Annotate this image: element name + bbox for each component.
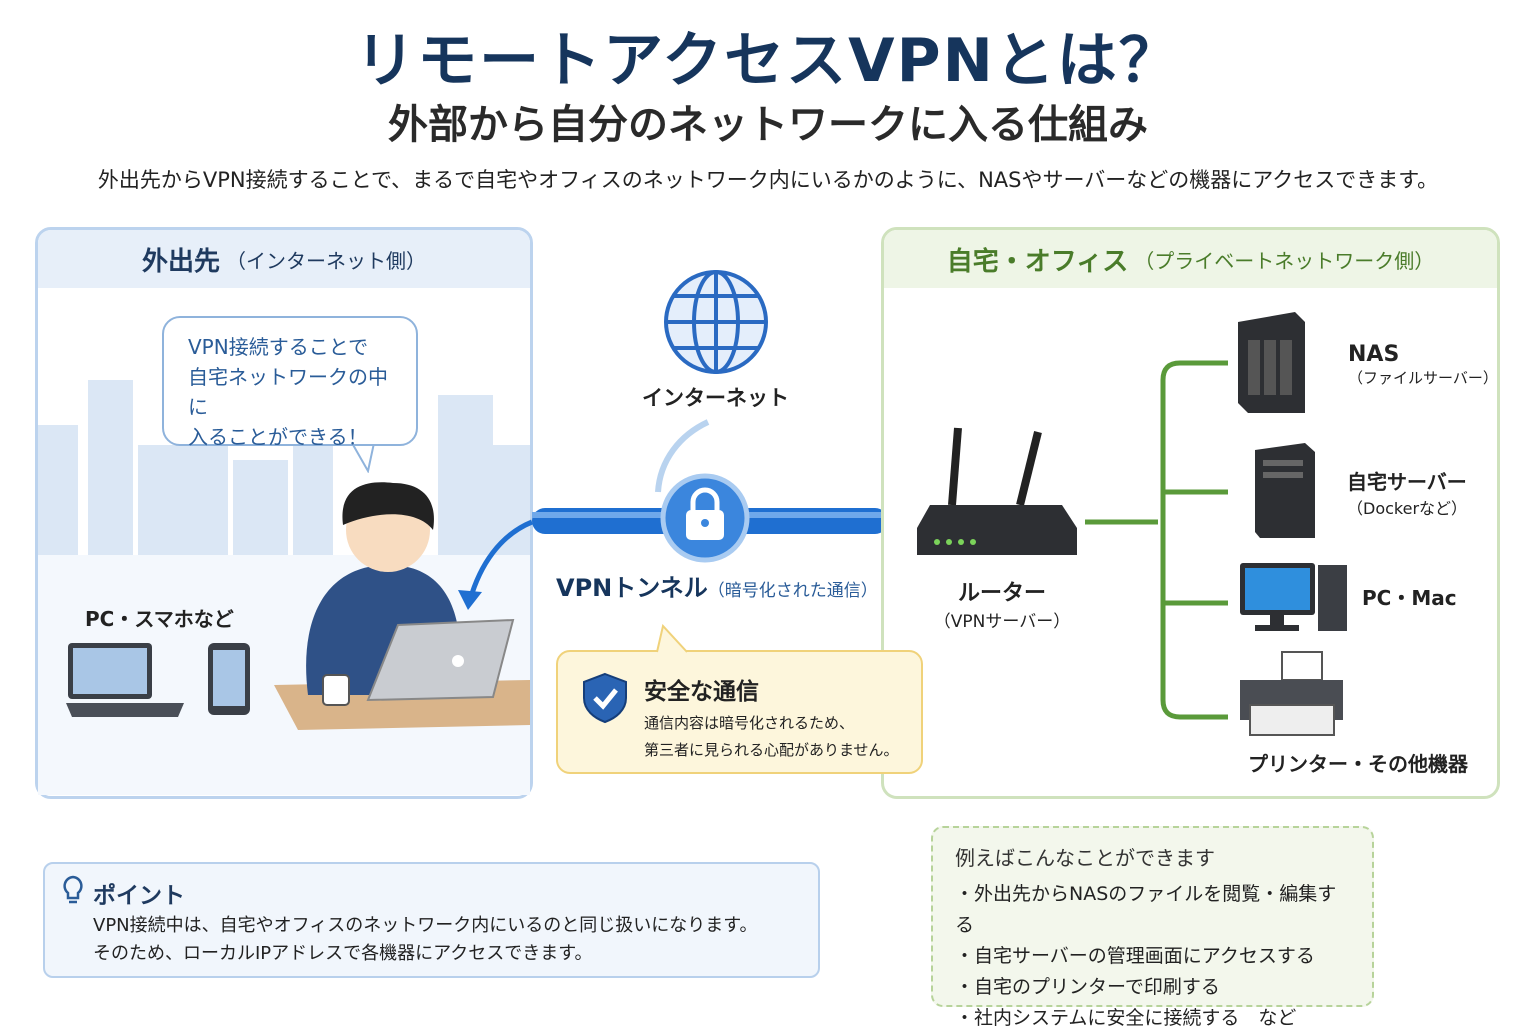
smartphone-icon [208, 643, 250, 715]
printer-icon [1240, 651, 1343, 736]
home-network-graphic [917, 312, 1347, 736]
shield-check-icon [583, 672, 627, 724]
laptop-device-icon [66, 643, 184, 717]
arrow-down-left-icon [458, 590, 482, 610]
device-home-server: 自宅サーバー （Dockerなど） [1347, 466, 1467, 519]
router-icon [917, 427, 1077, 555]
lock-icon [686, 487, 724, 540]
home-panel-header: 自宅・オフィス （プライベートネットワーク側） [884, 230, 1497, 288]
outside-panel-title: 外出先 [141, 246, 220, 277]
secure-box-tail [656, 624, 688, 653]
home-panel-title: 自宅・オフィス [946, 246, 1129, 277]
device-printer: プリンター・その他機器 [1248, 752, 1468, 776]
nas-icon [1238, 312, 1305, 413]
secure-title: 安全な通信 [644, 679, 759, 705]
tunnel-title: VPNトンネル [556, 574, 708, 602]
examples-box: 例えばこんなことができます ・外出先からNASのファイルを閲覧・編集する ・自宅… [931, 826, 1374, 1029]
bubble-line: VPN接続することで [188, 335, 369, 359]
outside-panel-header: 外出先 （インターネット側） [38, 230, 530, 288]
device-sublabel: （Dockerなど） [1347, 499, 1468, 518]
example-item: ・自宅サーバーの管理画面にアクセスする [955, 945, 1315, 967]
router-label: ルーター （VPNサーバー） [917, 575, 1087, 632]
point-text: VPN接続中は、自宅やオフィスのネットワーク内にいるのと同じ扱いになります。 そ… [93, 912, 757, 968]
device-pc-mac: PC・Mac [1362, 586, 1457, 610]
point-line: そのため、ローカルIPアドレスで各機器にアクセスできます。 [93, 943, 593, 964]
server-icon [1255, 443, 1315, 538]
tunnel-label: VPNトンネル（暗号化された通信） [556, 568, 878, 603]
page-title: リモートアクセスVPNとは？ [355, 26, 1181, 96]
point-box: ポイント VPN接続中は、自宅やオフィスのネットワーク内にいるのと同じ扱いになり… [43, 862, 820, 978]
examples-title: 例えばこんなことができます [955, 846, 1215, 870]
example-item: ・社内システムに安全に接続する など [955, 1007, 1297, 1029]
example-item: ・自宅のプリンターで印刷する [955, 976, 1220, 998]
vpn-speech-bubble: VPN接続することで 自宅ネットワークの中に 入ることができる！ [162, 316, 418, 449]
page-subtitle: 外部から自分のネットワークに入る仕組み [388, 102, 1148, 148]
router-subtitle: （VPNサーバー） [933, 612, 1071, 632]
example-item: ・外出先からNASのファイルを閲覧・編集する [955, 883, 1337, 936]
bubble-tail [351, 443, 375, 473]
globe-icon [664, 270, 768, 374]
bubble-line: 入ることができる！ [188, 425, 368, 449]
secure-text: 通信内容は暗号化されるため、 第三者に見られる心配がありません。 [644, 710, 899, 764]
secure-communication-box: 安全な通信 通信内容は暗号化されるため、 第三者に見られる心配がありません。 [556, 650, 923, 774]
device-label: NAS [1348, 342, 1400, 367]
tunnel-subtitle: （暗号化された通信） [707, 581, 878, 601]
bubble-line: 自宅ネットワークの中に [188, 365, 388, 419]
vpn-tunnel-graphic [458, 270, 912, 610]
device-nas: NAS （ファイルサーバー） [1348, 342, 1498, 388]
secure-line: 第三者に見られる心配がありません。 [644, 741, 899, 759]
network-tree-lines [1085, 360, 1228, 720]
device-sublabel: （ファイルサーバー） [1348, 369, 1498, 387]
home-panel-subtitle: （プライベートネットワーク側） [1134, 248, 1435, 273]
secure-line: 通信内容は暗号化されるため、 [644, 714, 855, 732]
point-line: VPN接続中は、自宅やオフィスのネットワーク内にいるのと同じ扱いになります。 [93, 915, 758, 936]
device-label: 自宅サーバー [1347, 470, 1467, 494]
router-title: ルーター [957, 581, 1046, 606]
outside-panel-subtitle: （インターネット側） [226, 248, 426, 273]
point-title: ポイント [93, 883, 185, 909]
internet-label: インターネット [642, 386, 789, 410]
desktop-pc-icon [1240, 563, 1347, 631]
devices-label: PC・スマホなど [85, 607, 234, 631]
lightbulb-icon [63, 875, 83, 904]
person-with-laptop-illustration [274, 482, 530, 730]
page-description: 外出先からVPN接続することで、まるで自宅やオフィスのネットワーク内にいるかのよ… [97, 168, 1439, 192]
